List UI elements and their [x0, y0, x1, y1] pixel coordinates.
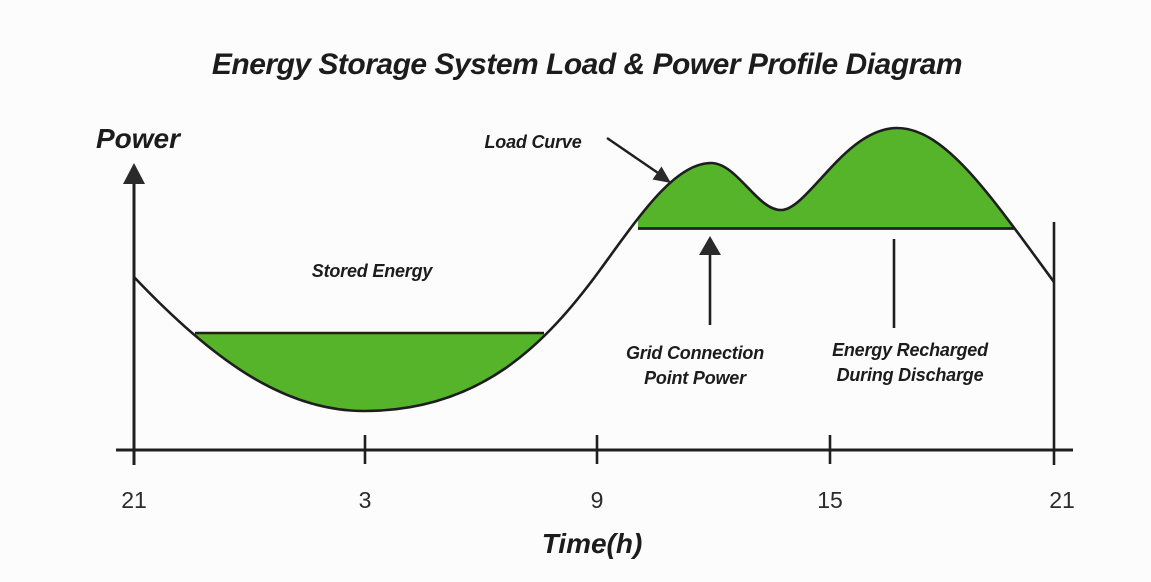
x-tick-label-9: 9: [591, 487, 604, 513]
x-tick-label-21-left: 21: [121, 487, 147, 513]
load-curve-line: [133, 126, 1056, 413]
grid-connection-label-line2: Point Power: [644, 368, 747, 388]
load-curve-arrow-line: [606, 137, 662, 176]
y-axis-label: Power: [96, 123, 182, 154]
load-curve-arrowhead-icon: [652, 166, 671, 183]
grid-connection-label-line1: Grid Connection: [626, 343, 764, 363]
stored-energy-label: Stored Energy: [312, 261, 434, 281]
grid-connection-arrowhead-icon: [699, 236, 721, 255]
x-axis-label: Time(h): [542, 528, 643, 559]
x-tick-label-21-right: 21: [1049, 487, 1075, 513]
load-curve-label: Load Curve: [484, 132, 581, 152]
energy-recharged-label-line1: Energy Recharged: [832, 340, 989, 360]
page-title: Energy Storage System Load & Power Profi…: [212, 48, 962, 81]
x-tick-label-3: 3: [359, 487, 372, 513]
x-tick-label-15: 15: [817, 487, 843, 513]
energy-recharged-label-line2: During Discharge: [837, 365, 984, 385]
y-axis-arrow-icon: [123, 163, 145, 184]
